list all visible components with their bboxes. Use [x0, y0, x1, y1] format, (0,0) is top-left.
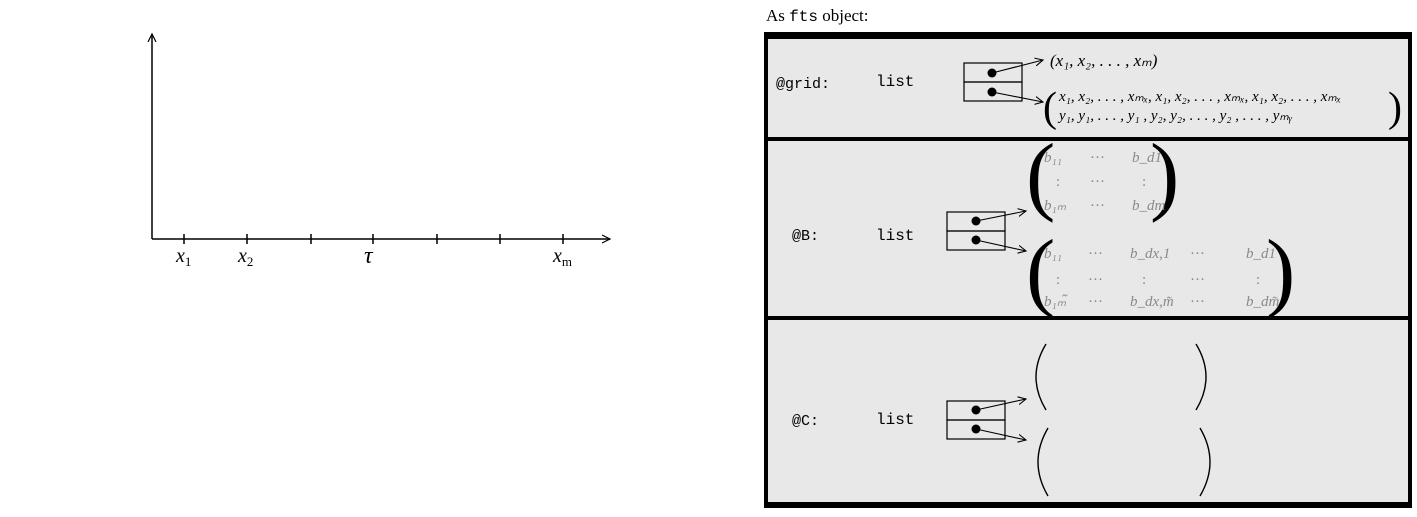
B2-r1-c2: ··· [1088, 246, 1103, 262]
C2-left-paren [1037, 427, 1049, 497]
B2-r3-c5: b_dm̃ [1246, 294, 1280, 310]
list-box-B [946, 211, 1026, 251]
grid-matrix-left-paren: ( [1043, 85, 1057, 131]
B1-r1-c1: b₁₁ [1044, 150, 1062, 166]
B1-r2-c3: : [1142, 174, 1146, 190]
tick-label-x2: x2 [237, 245, 253, 269]
B2-r2-c1: : [1056, 272, 1060, 288]
type-label-C: list [876, 411, 914, 429]
B2-r2-c2: ··· [1088, 272, 1103, 288]
B1-r3-c1: b₁ₘ [1044, 198, 1067, 214]
type-label-B: list [876, 227, 914, 245]
grid-vector: (x₁, x₂, . . . , xₘ) [1050, 51, 1158, 70]
section-B [768, 141, 1408, 316]
section-C [768, 320, 1408, 502]
B2-r1-c4: ··· [1190, 246, 1205, 262]
B1-r2-c2: ··· [1090, 174, 1105, 190]
slot-label-C: @C: [792, 413, 819, 430]
x-ticks [183, 234, 564, 244]
B2-r3-c1: b₁ₘ̃ [1044, 294, 1068, 310]
grid-matrix-row1: x₁, x₂, . . . , xₘₓ, x₁, x₂, . . . , xₘₓ… [1058, 89, 1341, 105]
svg-text:(: ( [1026, 127, 1055, 224]
B1-r1-c3: b_d1 [1132, 150, 1162, 166]
tick-label-tau: τ [364, 243, 374, 269]
slot-label-B: @B: [792, 228, 819, 245]
tick-label-x1: x1 [175, 245, 191, 269]
B-matrix-2: ( ) b₁₁ ··· b_dx,1 ··· b_d1 : ··· : ··· … [1026, 223, 1295, 320]
axis-diagram: x1 x2 τ xm [0, 0, 700, 269]
B2-r2-c3: : [1142, 272, 1146, 288]
C2-right-paren [1199, 427, 1211, 497]
type-label-grid: list [876, 73, 914, 91]
svg-text:(: ( [1026, 223, 1055, 320]
tick-label-xm: xm [552, 245, 572, 269]
list-box-grid [963, 60, 1043, 102]
B2-r2-c4: ··· [1190, 272, 1205, 288]
B2-r1-c1: b₁₁ [1044, 246, 1062, 262]
B2-r3-c3: b_dx,m̃ [1130, 294, 1174, 310]
B1-r3-c2: ··· [1090, 198, 1105, 214]
C1-left-paren [1035, 343, 1047, 411]
B2-r3-c4: ··· [1190, 294, 1205, 310]
heading-code: fts [789, 8, 818, 26]
B2-r3-c2: ··· [1088, 294, 1103, 310]
svg-text:): ) [1266, 223, 1295, 320]
B2-r1-c5: b_d1 [1246, 246, 1276, 262]
B-matrix-1: ( ) b₁₁ ··· b_d1 : ··· : b₁ₘ ··· b_dm [1026, 127, 1179, 224]
C-empty-matrices [1035, 343, 1211, 497]
slot-label-grid: @grid: [776, 76, 830, 93]
section-grid [768, 39, 1408, 137]
B1-r2-c1: : [1056, 174, 1060, 190]
B2-r1-c3: b_dx,1 [1130, 246, 1170, 262]
B1-r1-c2: ··· [1090, 150, 1105, 166]
C1-right-paren [1195, 343, 1207, 411]
grid-matrix-right-paren: ) [1388, 85, 1402, 131]
panel-heading: As fts object: [766, 6, 869, 26]
svg-text:): ) [1150, 127, 1179, 224]
B2-r2-c5: : [1256, 272, 1260, 288]
list-box-C [946, 399, 1026, 440]
grid-matrix-row2: y₁, y₁, . . . , y₁ , y₂, y₂, . . . , y₂ … [1057, 108, 1293, 124]
B1-r3-c3: b_dm [1132, 198, 1166, 214]
